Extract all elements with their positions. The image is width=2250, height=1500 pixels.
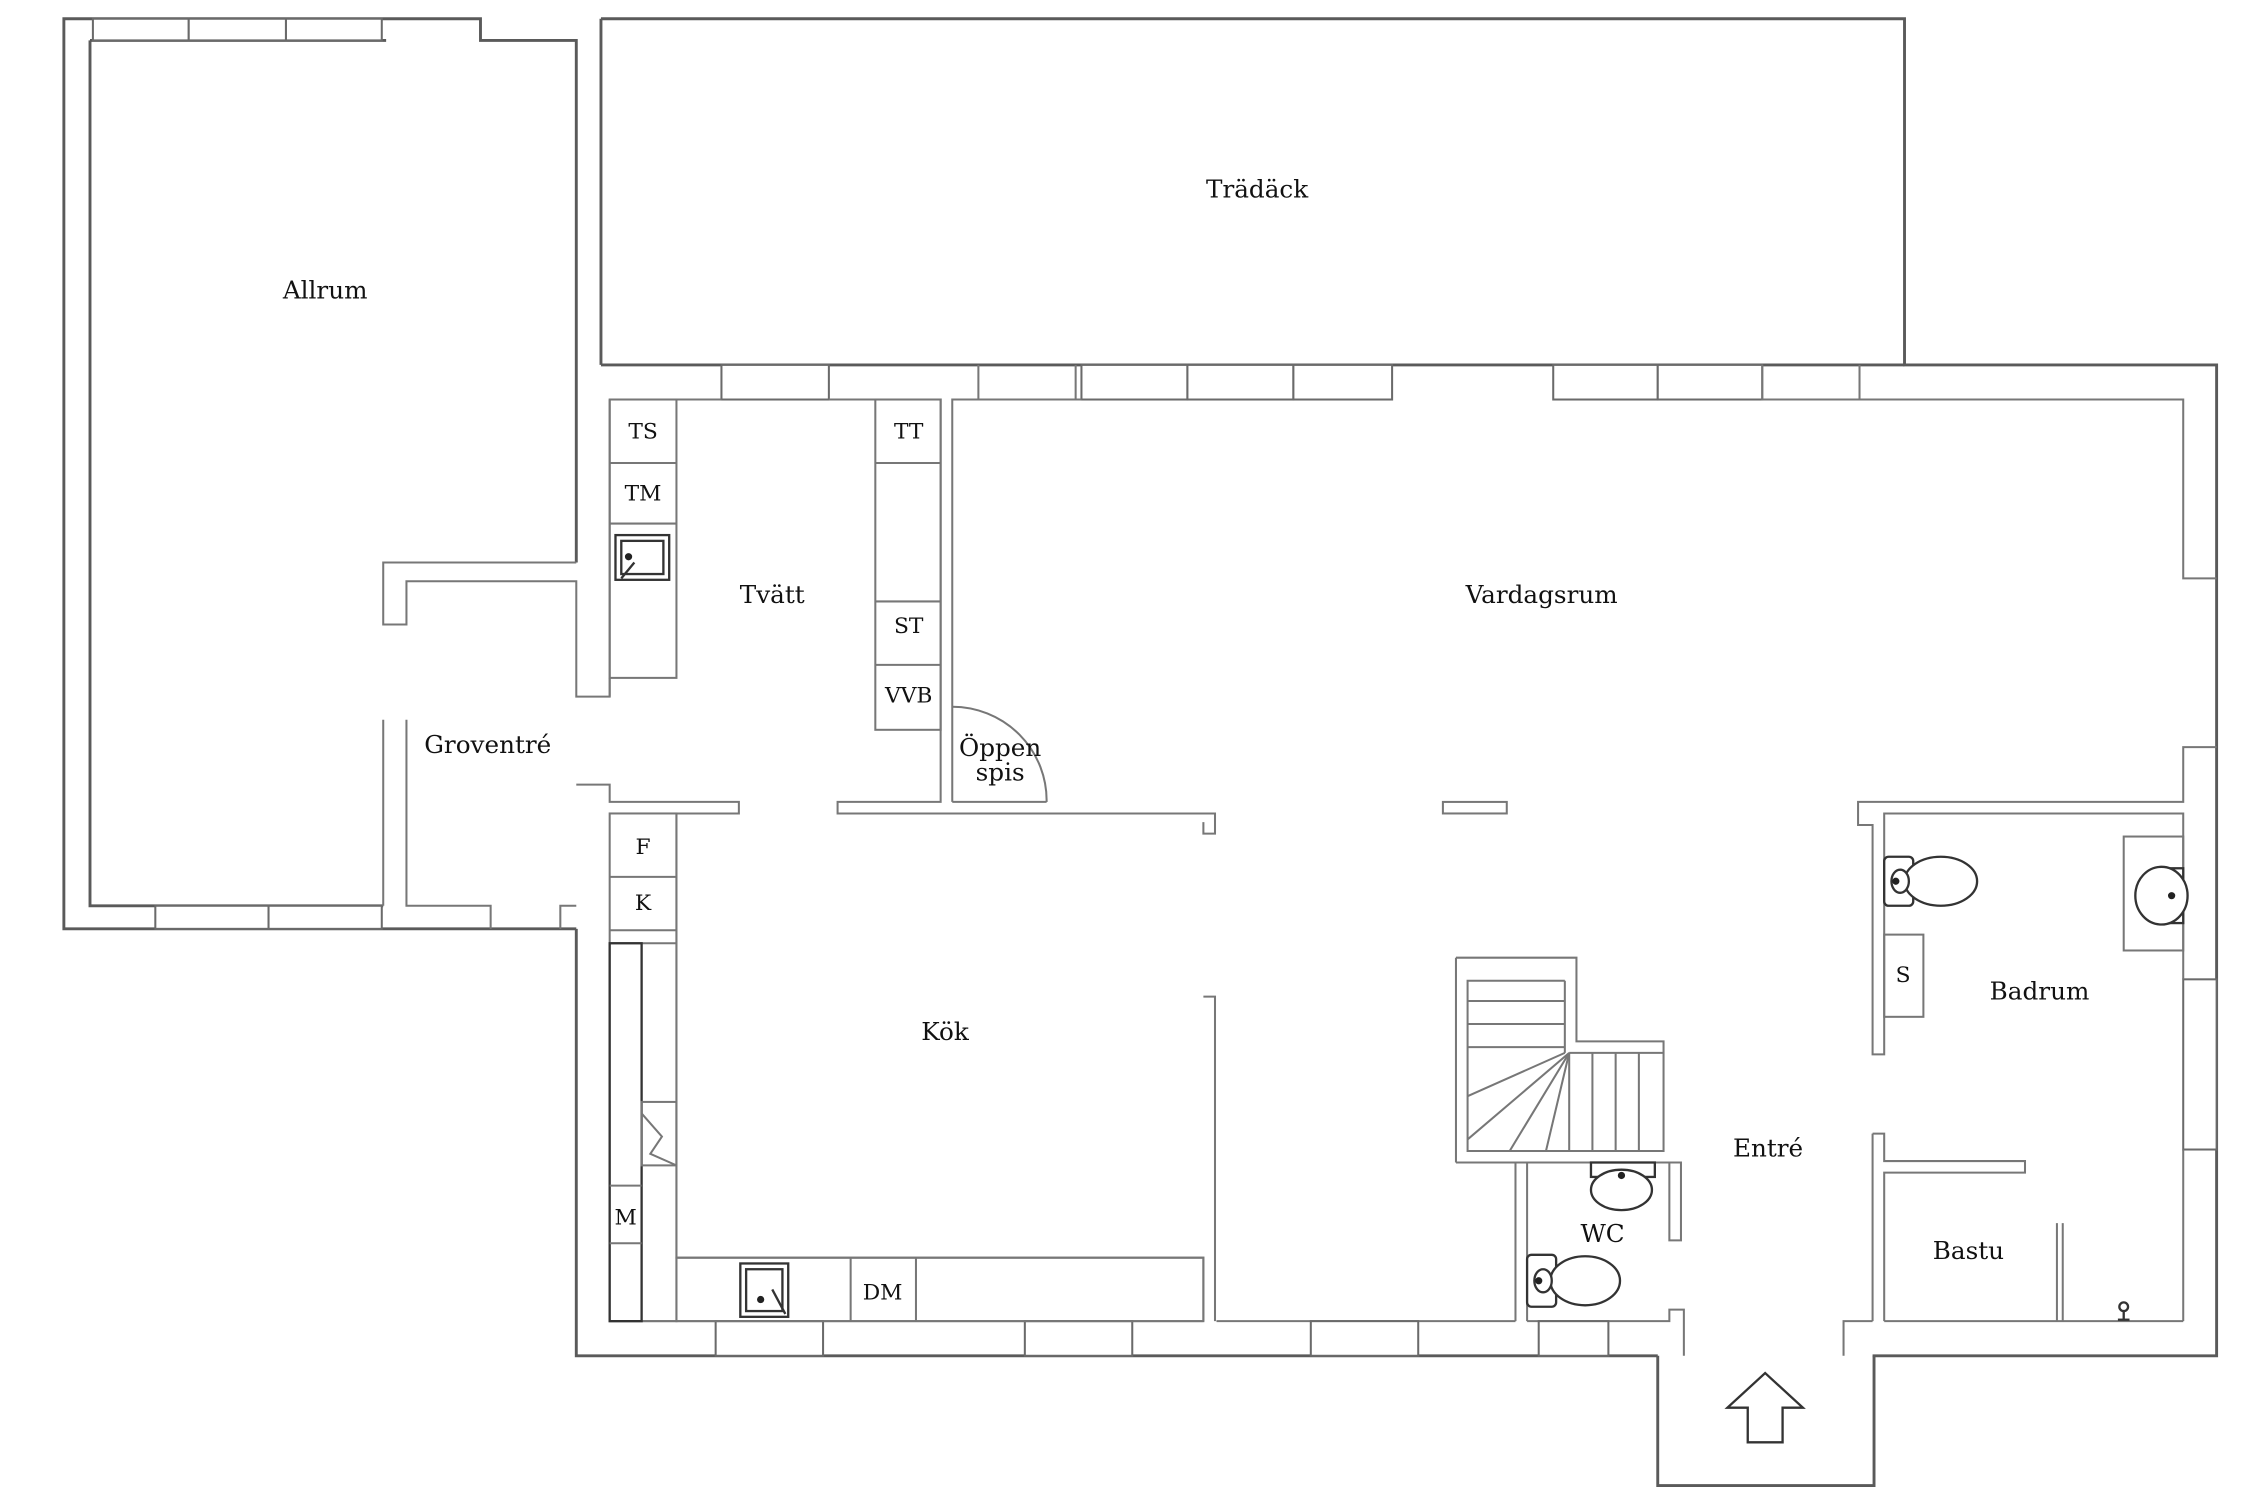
label-bastu: Bastu	[1933, 1236, 2004, 1265]
label-tvatt: Tvätt	[740, 580, 805, 609]
label-tm: TM	[625, 482, 662, 507]
laundry-fixtures	[608, 398, 1048, 803]
kitchen-fixtures	[608, 812, 1205, 1323]
fireplace-icon	[952, 705, 1048, 802]
label-kok: Kök	[921, 1017, 970, 1046]
room-labels: Allrum Trädäck Tvätt Vardagsrum Groventr…	[282, 175, 2090, 1265]
windows	[91, 17, 2218, 1357]
sink-icon	[2122, 835, 2189, 952]
label-oppen-spis-line2: spis	[976, 757, 1025, 786]
wc-sink-icon	[1589, 1161, 1656, 1212]
outer-walls	[62, 17, 2219, 1488]
label-badrum: Badrum	[1990, 977, 2090, 1006]
label-oppen-spis-line1: Öppen	[959, 733, 1041, 762]
label-s: S	[1896, 963, 1911, 988]
label-tradack: Trädäck	[1206, 175, 1309, 204]
label-ts: TS	[628, 420, 657, 445]
bathroom-fixtures	[1525, 835, 2189, 1321]
interior-walls	[382, 364, 2217, 1322]
label-f: F	[636, 835, 651, 860]
label-tt: TT	[894, 420, 924, 445]
label-st: ST	[894, 614, 924, 639]
appliance-labels: TS TM TT ST VVB F K M DM S	[615, 420, 1911, 1306]
label-dm: DM	[863, 1281, 903, 1306]
entrance-arrow-icon	[1724, 1371, 1806, 1444]
label-m: M	[615, 1206, 637, 1231]
laundry-sink	[614, 533, 671, 581]
label-vvb: VVB	[884, 683, 932, 708]
label-allrum: Allrum	[282, 276, 368, 305]
label-vardagsrum: Vardagsrum	[1465, 580, 1618, 609]
sauna-heater-icon	[2117, 1301, 2130, 1321]
kitchen-sink	[739, 1262, 790, 1318]
wc-toilet-icon	[1525, 1253, 1622, 1308]
label-groventre: Groventré	[424, 730, 551, 759]
label-wc: WC	[1580, 1219, 1624, 1248]
label-entre: Entré	[1733, 1134, 1803, 1163]
label-k: K	[635, 891, 652, 916]
toilet-icon	[1883, 855, 1979, 907]
staircase	[1454, 956, 1665, 1163]
